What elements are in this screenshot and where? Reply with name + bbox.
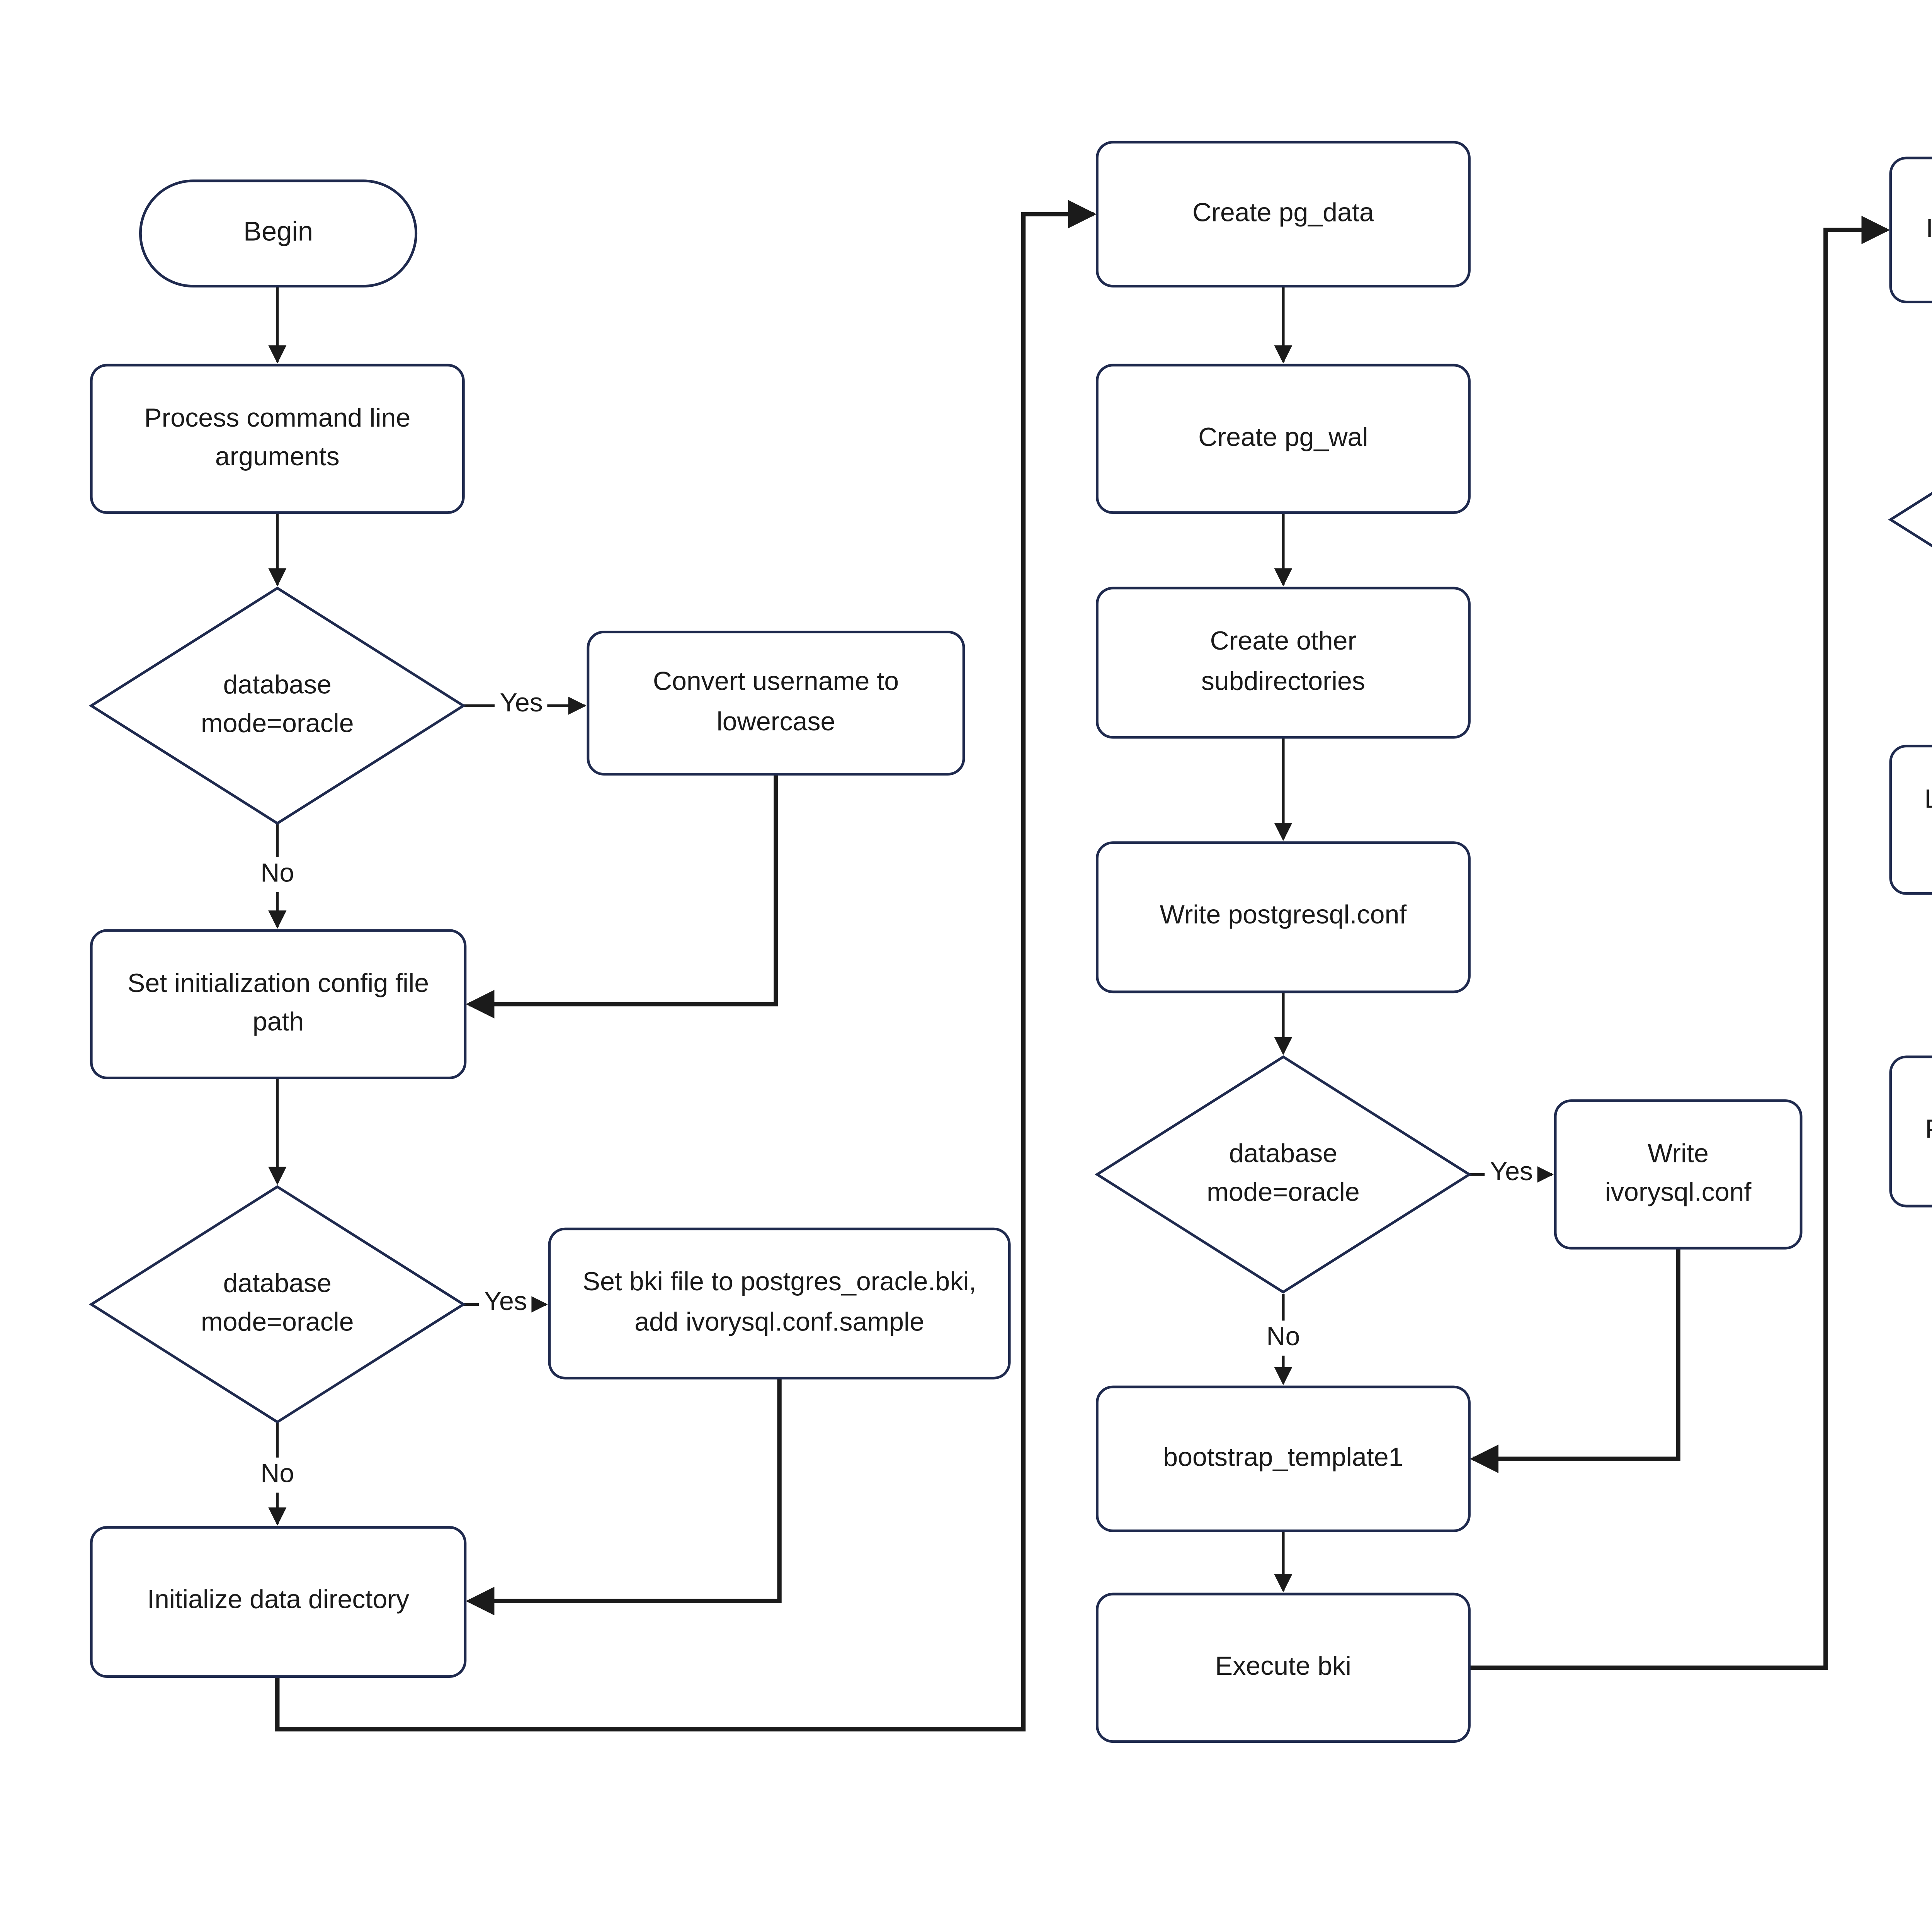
node-decision-database-mode-4: database mode=oracle (1891, 402, 1932, 637)
create-pg-wal-shape (1095, 364, 1471, 514)
node-decision-database-mode-2: database mode=oracle (201, 1268, 354, 1338)
node-process-command-line-arguments: Process command line arguments (144, 403, 411, 473)
load-template-databases-shape (1889, 745, 1932, 895)
write-postgresql-conf-shape (1095, 841, 1471, 994)
set-init-config-path-shape (90, 929, 467, 1079)
node-group (88, 141, 1932, 1743)
edge-label-decision-database-mode-1-yes: Yes (495, 687, 548, 721)
node-load-template-databases: Load template0, postgres, ivorysql datab… (1891, 746, 1932, 894)
edge-label-decision-database-mode-2-no: No (255, 1457, 300, 1492)
node-bootstrap-template1: bootstrap_template1 (1163, 1443, 1403, 1473)
initialize-data-directory-shape (90, 1526, 467, 1678)
print-completion-message-shape (1889, 1055, 1932, 1208)
write-ivorysql-conf-shape (1554, 1099, 1803, 1250)
bootstrap-template1-shape (1095, 1385, 1471, 1532)
create-other-subdirectories-shape (1095, 587, 1471, 739)
decision-database-mode-2-shape (88, 1185, 466, 1424)
node-decision-database-mode-1: database mode=oracle (201, 670, 354, 739)
node-write-ivorysql-conf: Write ivorysql.conf (1605, 1138, 1752, 1208)
node-print-completion-message: Print completion message (1891, 1057, 1932, 1206)
node-create-other-subdirectories: Create other subdirectories (1201, 626, 1366, 696)
edge-set-bki-file-to-initialize-data-directory (466, 1378, 782, 1616)
node-convert-username-lowercase: Convert username to lowercase (653, 667, 899, 737)
begin-shape (139, 179, 418, 288)
initialize-database-objects-shape (1889, 157, 1932, 303)
edge-convert-username-lowercase-to-set-init-config-path (466, 774, 778, 1019)
edge-group (268, 200, 1890, 1732)
edge-write-ivorysql-conf-to-bootstrap-template1 (1470, 1248, 1680, 1473)
node-execute-bki: Execute bki (1215, 1651, 1352, 1682)
node-decision-database-mode-3: database mode=oracle (1206, 1138, 1360, 1208)
convert-username-lowercase-shape (587, 631, 965, 776)
edge-execute-bki-to-initialize-database-objects (1469, 216, 1890, 1670)
node-create-pg-data: Create pg_data (1192, 198, 1374, 228)
node-create-pg-wal: Create pg_wal (1198, 422, 1368, 453)
edge-initialize-data-directory-to-create-pg-data (275, 200, 1097, 1732)
execute-bki-shape (1095, 1592, 1471, 1743)
edge-label-decision-database-mode-3-no: No (1261, 1320, 1306, 1355)
node-begin: Begin (243, 218, 313, 248)
node-set-init-config-path: Set initialization config file path (127, 968, 429, 1038)
edge-label-decision-database-mode-2-yes: Yes (479, 1285, 532, 1320)
node-write-postgresql-conf: Write postgresql.conf (1160, 901, 1407, 931)
create-pg-data-shape (1095, 141, 1471, 288)
edge-label-decision-database-mode-1-no: No (255, 857, 300, 891)
set-bki-file-shape (548, 1227, 1011, 1380)
decision-database-mode-3-shape (1094, 1055, 1472, 1294)
node-set-bki-file: Set bki file to postgres_oracle.bki, add… (582, 1267, 976, 1337)
node-initialize-data-directory: Initialize data directory (147, 1586, 410, 1616)
decision-database-mode-1-shape (88, 586, 466, 825)
edge-label-decision-database-mode-3-yes: Yes (1485, 1155, 1538, 1190)
process-command-line-arguments-shape (90, 364, 465, 514)
decision-database-mode-4-shape (1888, 492, 1932, 548)
node-initialize-database-objects: Initialize database objects (1891, 158, 1932, 302)
